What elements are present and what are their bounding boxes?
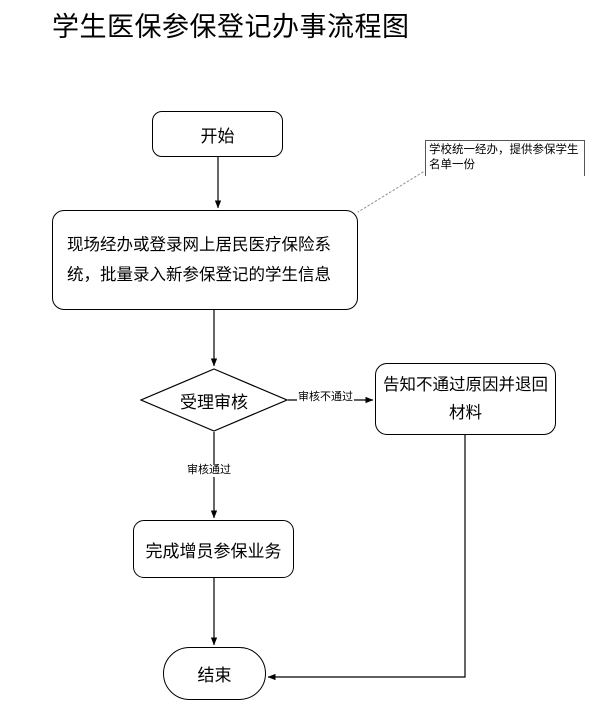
node-end-label: 结束 <box>197 666 232 685</box>
node-start-label: 开始 <box>200 126 235 146</box>
node-complete-label: 完成增员参保业务 <box>145 541 282 561</box>
edge-label-review-failed: 审核不通过 <box>297 391 354 404</box>
diamond-shape <box>140 368 288 432</box>
node-entry-label: 现场经办或登录网上居民医疗保险系统，批量录入新参保登记的学生信息 <box>67 235 331 284</box>
node-decision[interactable]: 受理审核 <box>140 368 288 432</box>
annotation-text: 学校统一经办，提供参保学生名单一份 <box>429 144 579 171</box>
edge-label-review-passed: 审核通过 <box>186 464 232 477</box>
node-entry-process[interactable]: 现场经办或登录网上居民医疗保险系统，批量录入新参保登记的学生信息 <box>52 210 358 310</box>
node-start[interactable]: 开始 <box>152 111 283 157</box>
node-reject-process[interactable]: 告知不通过原因并退回材料 <box>375 363 556 435</box>
node-decision-label: 受理审核 <box>180 392 248 412</box>
node-complete-process[interactable]: 完成增员参保业务 <box>133 520 294 578</box>
node-end[interactable]: 结束 <box>163 647 266 700</box>
annotation-callout: 学校统一经办，提供参保学生名单一份 <box>425 140 585 176</box>
page-title: 学生医保参保登记办事流程图 <box>52 12 410 42</box>
node-reject-label: 告知不通过原因并退回材料 <box>383 375 548 422</box>
